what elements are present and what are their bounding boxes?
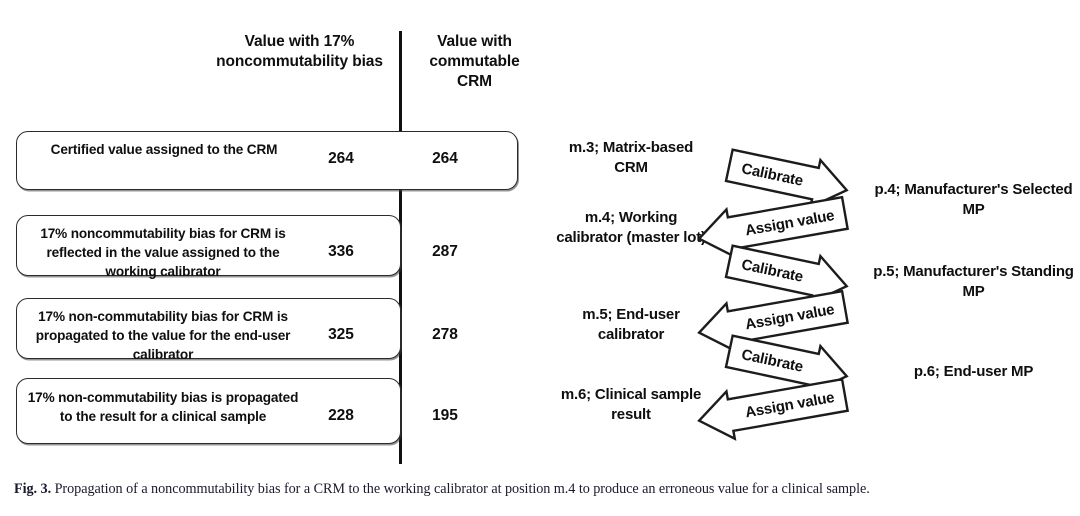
arrow-calibrate-3: Calibrate	[724, 334, 849, 396]
figure-caption-text: Propagation of a noncommutability bias f…	[54, 481, 870, 497]
row-bias-value: 228	[328, 407, 354, 424]
row-bias-value: 264	[328, 150, 354, 167]
arrow-assign-value-3: Assign value	[697, 377, 850, 441]
arrow-calibrate-1: Calibrate	[724, 148, 849, 210]
node-label-p4: p.4; Manufacturer's Selected MP	[874, 181, 1073, 218]
table-row	[16, 131, 518, 190]
row-bias-value: 325	[328, 326, 354, 343]
column-header-bias: Value with 17% noncommutability bias	[216, 33, 383, 70]
row-commutable-value: 195	[432, 407, 458, 424]
arrow-assign-value-1: Assign value	[697, 195, 850, 259]
table-row	[16, 215, 401, 276]
node-label-m6: m.6; Clinical sample result	[560, 386, 702, 423]
table-row	[16, 378, 401, 444]
figure-caption: Fig. 3. Propagation of a noncommutabilit…	[14, 481, 1069, 498]
figure-caption-label: Fig. 3.	[14, 481, 52, 497]
node-label-m5: m.5; End-user calibrator	[582, 306, 680, 343]
node-label-m3: m.3; Matrix-based CRM	[568, 139, 694, 176]
row-statement: Certified value assigned to the CRM	[50, 142, 278, 157]
table-row	[16, 298, 401, 359]
row-commutable-value: 278	[432, 326, 458, 343]
node-label-p5: p.5; Manufacturer's Standing MP	[873, 263, 1074, 300]
node-label-m4: m.4; Working calibrator (master lot)	[556, 209, 706, 246]
row-bias-value: 336	[328, 243, 354, 260]
arrow-calibrate-2: Calibrate	[724, 244, 849, 306]
column-header-commutable: Value with commutable CRM	[429, 33, 520, 90]
row-commutable-value: 264	[432, 150, 458, 167]
row-statement: 17% non-commutability bias is propagated…	[27, 390, 299, 424]
row-statement: 17% noncommutability bias for CRM is ref…	[40, 226, 286, 279]
node-label-p6: p.6; End-user MP	[913, 363, 1034, 380]
row-statement: 17% non-commutability bias for CRM is pr…	[35, 309, 291, 362]
row-commutable-value: 287	[432, 243, 458, 260]
